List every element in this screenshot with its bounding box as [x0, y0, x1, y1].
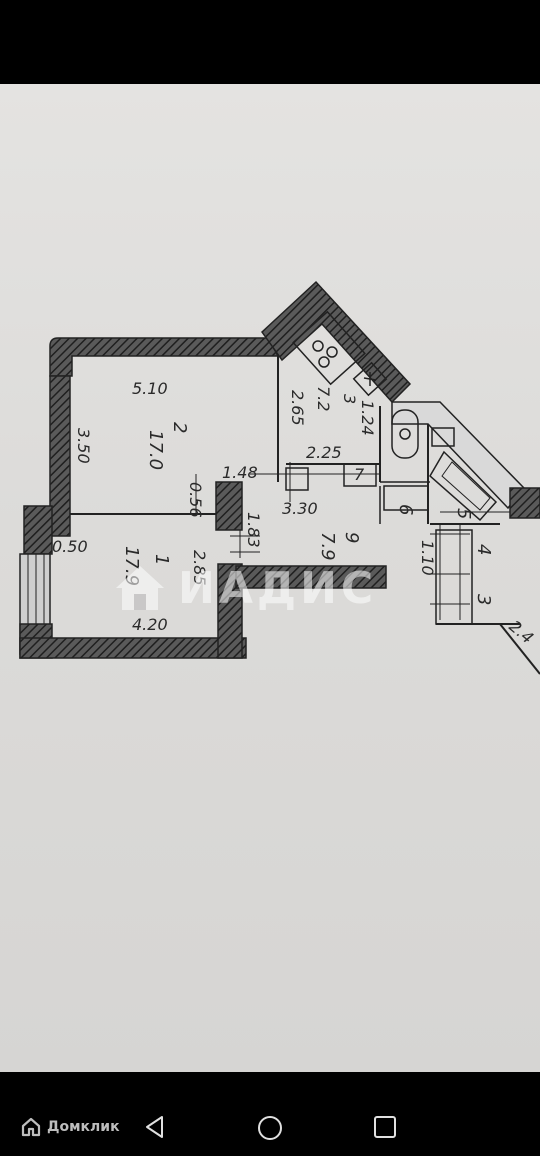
status-bar-area — [0, 0, 540, 84]
label-room2-height: 3.50 — [74, 428, 93, 464]
kitchen-fixtures — [292, 310, 388, 397]
home-button[interactable] — [256, 1114, 284, 1146]
dimension-ticks — [195, 462, 470, 620]
floor-plan-drawing: 5.10 2 17.0 3.50 0.50 0.56 1 17.9 4.20 2… — [19, 280, 540, 675]
watermark: ИАДИС — [112, 562, 377, 614]
label-room9-number: 9 — [341, 532, 362, 543]
label-dim-148: 1.48 — [222, 463, 258, 482]
label-room2-number: 2 — [169, 422, 190, 433]
back-triangle-icon — [146, 1116, 163, 1138]
brand-name: Домклик — [47, 1119, 120, 1135]
domclick-logo-icon — [21, 1117, 41, 1137]
label-room5: 5 — [453, 508, 474, 519]
recents-button[interactable] — [372, 1114, 398, 1144]
label-room6: 6 — [395, 504, 416, 515]
floor-plan-photo: 5.10 2 17.0 3.50 0.50 0.56 1 17.9 4.20 2… — [0, 84, 540, 1072]
label-room1-number: 1 — [151, 554, 172, 565]
recents-square-icon — [374, 1116, 396, 1138]
label-room3b: 3 — [473, 594, 494, 605]
label-room1-width: 4.20 — [132, 615, 168, 634]
label-room1-side: 2.85 — [190, 550, 209, 586]
label-dim-183: 1.83 — [244, 512, 263, 548]
label-dim-110: 1.10 — [418, 540, 437, 576]
brand: Домклик — [20, 1116, 120, 1138]
navigation-bar: Домклик — [0, 1072, 540, 1156]
label-room2-area: 17.0 — [145, 430, 166, 470]
label-room9-len: 3.30 — [282, 499, 318, 518]
outer-walls — [19, 280, 540, 675]
label-wall-050: 0.50 — [52, 537, 88, 556]
label-room4: 4 — [473, 544, 494, 555]
back-button[interactable] — [142, 1114, 168, 1144]
label-kitchen-225: 2.25 — [306, 443, 342, 462]
bathroom-fixtures — [285, 406, 510, 525]
label-room2-width: 5.10 — [132, 379, 168, 398]
watermark-text: ИАДИС — [178, 562, 378, 614]
label-kitchen-number: 3 — [340, 394, 359, 404]
label-kitchen-124: 1.24 — [358, 400, 377, 436]
label-kitchen-area: 7.2 — [314, 386, 333, 411]
label-wall-056: 0.56 — [186, 482, 205, 518]
label-dim-24: 2.4 — [505, 617, 537, 648]
label-room9-area: 7.9 — [317, 532, 338, 561]
home-circle-icon — [258, 1116, 282, 1140]
house-icon — [116, 566, 164, 610]
label-room7: 7 — [354, 465, 365, 484]
label-kitchen-265: 2.65 — [288, 390, 307, 426]
